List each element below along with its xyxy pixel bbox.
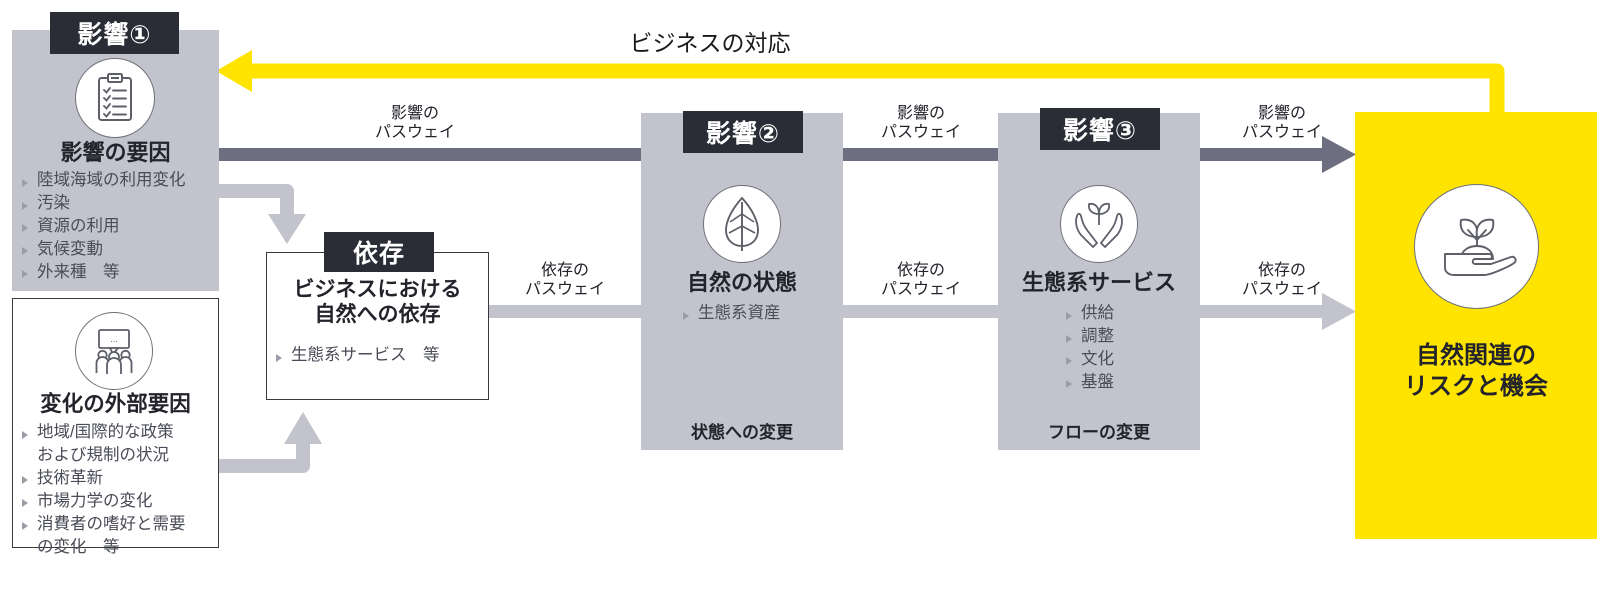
impact-pathway-arrow-3 — [1200, 136, 1356, 173]
label-dependency-pathway-1: 依存の パスウェイ — [524, 262, 605, 299]
footnote-ecosystem-services: フローの変更 — [1048, 423, 1150, 442]
title-dependency-line1: ビジネスにおける — [293, 278, 462, 301]
list-item: 調整 — [1064, 326, 1199, 348]
dependency-pathway-bar-2 — [843, 305, 998, 318]
tag-impact-2: 影響② — [683, 111, 803, 153]
list-item: 供給 — [1064, 303, 1199, 325]
list-item: 基盤 — [1064, 372, 1199, 394]
leaf-icon — [725, 196, 759, 251]
list-item: 外来種 等 — [20, 262, 220, 284]
list-item: 汚染 — [20, 193, 220, 215]
title-dependency-line2: 自然への依存 — [314, 302, 441, 326]
bullets-dependency: 生態系サービス 等 — [274, 345, 489, 368]
list-item-continuation: および規制の状況 — [37, 445, 169, 464]
list-item: 生態系サービス 等 — [274, 345, 489, 367]
panel-risks-opportunities — [1355, 112, 1597, 539]
footnote-state-of-nature: 状態への変更 — [691, 423, 793, 442]
list-item-continuation: の変化 等 — [37, 537, 120, 556]
list-item: 資源の利用 — [20, 216, 220, 238]
title-state-of-nature: 自然の状態 — [686, 270, 797, 295]
list-item: 生態系資産 — [681, 303, 856, 325]
dependency-pathway-bar-1 — [487, 305, 643, 318]
bullets-impact-drivers: 陸域海域の利用変化 汚染 資源の利用 気候変動 外来種 等 — [20, 170, 220, 285]
list-item: 消費者の嗜好と需要 — [20, 514, 225, 536]
title-risks-line2: リスクと機会 — [1404, 373, 1548, 401]
icon-people-discussion: ... — [75, 312, 153, 390]
list-item: 市場力学の変化 — [20, 491, 225, 513]
list-item: 気候変動 — [20, 239, 220, 261]
panel-state-of-nature — [641, 113, 843, 450]
panel-dependency — [266, 252, 489, 400]
list-item: 地域/国際的な政策 — [20, 422, 225, 444]
label-dependency-pathway-3: 依存の パスウェイ — [1241, 262, 1322, 299]
panel-ecosystem-services — [998, 113, 1200, 450]
clipboard-checklist-icon — [98, 73, 132, 121]
title-impact-drivers: 影響の要因 — [60, 140, 171, 165]
title-ecosystem-services: 生態系サービス — [1021, 270, 1176, 295]
dependency-pathway-arrow-3 — [1200, 293, 1356, 330]
list-item: 技術革新 — [20, 468, 225, 490]
label-dependency-pathway-2: 依存の パスウェイ — [880, 262, 961, 299]
title-dependency: ビジネスにおける 自然への依存 — [266, 278, 489, 328]
hand-sprout-icon — [1443, 218, 1517, 276]
bullets-state-of-nature: 生態系資産 — [681, 303, 856, 326]
icon-clipboard-checklist — [75, 58, 155, 138]
bullets-ecosystem-services: 供給 調整 文化 基盤 — [1064, 303, 1199, 395]
business-response-arrow — [216, 50, 1505, 112]
svg-text:...: ... — [110, 334, 118, 344]
external-to-dependency-arrow — [213, 412, 322, 473]
bullets-external-drivers: 地域/国際的な政策 および規制の状況 技術革新 市場力学の変化 消費者の嗜好と需… — [20, 422, 225, 560]
label-impact-pathway-3: 影響の パスウェイ — [1241, 105, 1322, 142]
title-external-drivers: 変化の外部要因 — [40, 392, 191, 416]
title-risks-line1: 自然関連の — [1416, 342, 1536, 369]
label-impact-pathway-2: 影響の パスウェイ — [880, 105, 961, 142]
drivers-to-dependency-arrow — [213, 184, 306, 244]
list-item: 陸域海域の利用変化 — [20, 170, 220, 192]
hands-plant-icon — [1075, 202, 1123, 248]
list-item: 文化 — [1064, 349, 1199, 371]
label-impact-pathway-1: 影響の パスウェイ — [374, 105, 455, 142]
tag-dependency: 依存 — [324, 232, 434, 272]
icon-hand-sprout — [1414, 184, 1539, 309]
people-discussion-icon: ... — [95, 329, 133, 374]
impact-pathway-bar-2 — [843, 148, 998, 161]
tag-impact-3: 影響③ — [1040, 108, 1160, 150]
icon-hands-plant — [1060, 185, 1138, 263]
impact-pathway-bar-1 — [213, 148, 643, 161]
icon-leaf — [703, 185, 781, 263]
label-business-response: ビジネスの対応 — [629, 30, 791, 56]
title-risks-opportunities: 自然関連の リスクと機会 — [1355, 340, 1597, 402]
tag-impact-1: 影響① — [50, 12, 179, 54]
